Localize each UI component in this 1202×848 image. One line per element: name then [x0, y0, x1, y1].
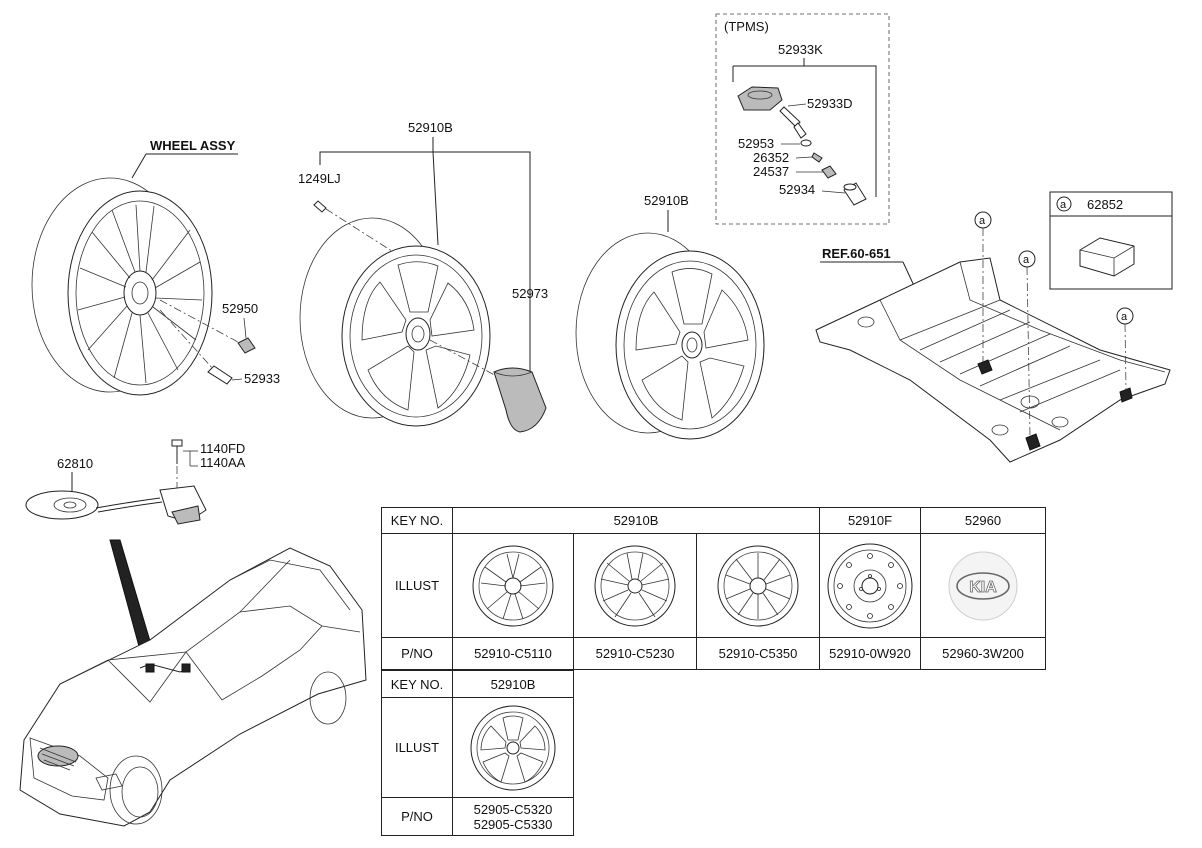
label-52953: 52953 [738, 136, 774, 151]
small-nut-icon [821, 165, 837, 179]
callout-a-box: a [1060, 199, 1067, 211]
table1-illust-header: ILLUST [381, 533, 453, 638]
label-52934: 52934 [779, 182, 815, 197]
alloy-wheel-c5350-icon [696, 533, 820, 638]
alloy-wheel-c5230-icon [573, 533, 697, 638]
label-52910B-center: 52910B [408, 120, 453, 135]
callout-a-1: a [979, 215, 986, 227]
label-62810: 62810 [57, 456, 93, 471]
table2-key-52910B: 52910B [452, 670, 574, 698]
pad-block-icon [1079, 237, 1135, 277]
right-wheel-icon [575, 232, 765, 440]
wheel-nut-icon [237, 337, 256, 354]
floor-panel-icon [815, 257, 1171, 463]
steel-wheel-0w920-icon [819, 533, 921, 638]
label-52950: 52950 [222, 301, 258, 316]
table1-pno-c5230: 52910-C5230 [573, 637, 697, 670]
label-ref-60-651: REF.60-651 [822, 246, 891, 261]
parts-table-secondary: KEY NO. 52910B ILLUST P/NO 52905-C5320 [381, 670, 574, 836]
table1-pno-c5110: 52910-C5110 [452, 637, 574, 670]
parts-table-main: KEY NO. 52910B 52910F 52960 ILLUST [381, 507, 1046, 670]
label-26352: 26352 [753, 150, 789, 165]
label-52933: 52933 [244, 371, 280, 386]
wheel-assy-icon [31, 177, 213, 396]
table1-pno-header: P/NO [381, 637, 453, 670]
table2-pno-c5330: 52905-C5330 [473, 816, 553, 832]
emblem-text: KIA [969, 579, 997, 596]
label-24537: 24537 [753, 164, 789, 179]
label-wheel-assy: WHEEL ASSY [150, 138, 236, 153]
valve-cap-icon [843, 182, 867, 206]
valve-stem-icon [779, 106, 807, 139]
table2-pno-c5320: 52905-C5320 [473, 801, 553, 817]
label-1140FD: 1140FD [200, 441, 245, 456]
label-52933K: 52933K [778, 42, 823, 57]
washer-icon [800, 139, 812, 147]
table2-pno-cell: 52905-C5320 52905-C5330 [452, 797, 574, 836]
alloy-wheel-c5110-icon [452, 533, 574, 638]
label-52910B-right: 52910B [644, 193, 689, 208]
bolt-1140-icon [171, 439, 183, 464]
table1-key-52910F: 52910F [819, 507, 921, 534]
table1-pno-c5350: 52910-C5350 [696, 637, 820, 670]
table1-pno-3w200: 52960-3W200 [920, 637, 1046, 670]
bolt-icon [313, 200, 327, 213]
tpms-title: (TPMS) [724, 19, 769, 34]
callout-a-2: a [1023, 254, 1030, 266]
valve-icon [207, 365, 233, 385]
table2-illust-header: ILLUST [381, 697, 453, 798]
tpms-sensor-icon [737, 86, 783, 111]
part-62852-box [1049, 191, 1173, 290]
spare-tire-carrier-icon [25, 485, 207, 525]
center-wheel-icon [299, 217, 491, 427]
table2-key-header: KEY NO. [381, 670, 453, 698]
label-52973: 52973 [512, 286, 548, 301]
callout-a-3: a [1121, 311, 1128, 323]
table1-pno-0w920: 52910-0W920 [819, 637, 921, 670]
label-1249LJ: 1249LJ [298, 171, 341, 186]
table2-pno-header: P/NO [381, 797, 453, 836]
table1-key-52910B: 52910B [452, 507, 820, 534]
tpms-dashed-box [715, 13, 890, 225]
table1-key-header: KEY NO. [381, 507, 453, 534]
label-52933D: 52933D [807, 96, 853, 111]
vehicle-suv-icon [19, 547, 367, 827]
label-62852: 62852 [1087, 197, 1123, 212]
label-1140AA: 1140AA [200, 455, 246, 470]
alloy-wheel-c5320-icon [452, 697, 574, 798]
valve-core-icon [811, 152, 823, 163]
lug-wrench-cover-icon [493, 367, 547, 433]
table1-key-52960: 52960 [920, 507, 1046, 534]
kia-emblem-icon: KIA [920, 533, 1046, 638]
